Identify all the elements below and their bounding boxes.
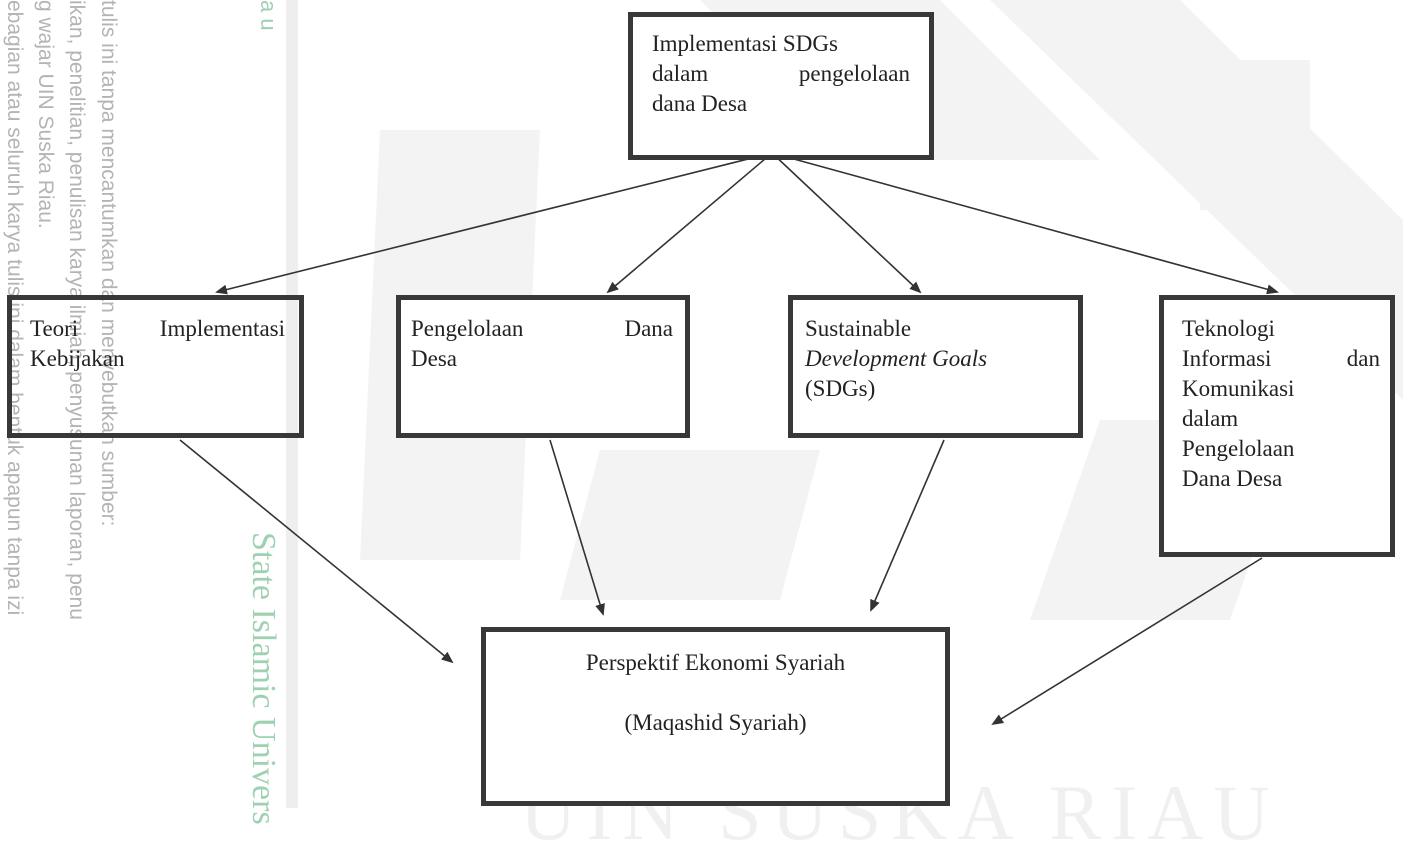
- node-text: Informasi dan: [1182, 346, 1380, 371]
- watermark-band: [286, 0, 298, 808]
- diagram-edges: [179, 152, 1279, 726]
- node-implementasi-sdgs: Implementasi SDGs dalam pengelolaan dana…: [628, 12, 934, 160]
- node-text: dalam: [1182, 406, 1239, 431]
- node-text: (Maqashid Syariah): [624, 710, 807, 735]
- edge-sdg-to-persp: [870, 439, 945, 612]
- node-text: Kebijakan: [30, 346, 125, 371]
- node-text: Development Goals: [805, 346, 988, 371]
- edge-top-to-tik: [771, 152, 1279, 295]
- node-text: Perspektif Ekonomi Syariah: [585, 650, 846, 675]
- node-sdgs: Sustainable Development Goals (SDGs): [788, 295, 1083, 438]
- node-text: Pengelolaan: [1182, 436, 1295, 461]
- watermark-text-line: ikan, penelitian, penulisan karya ilmiah…: [65, 0, 88, 620]
- node-text: dalam pengelolaan: [652, 61, 910, 86]
- node-text: dana Desa: [652, 91, 748, 116]
- watermark-text-line: ebagian atau seluruh karya tulis ini dal…: [3, 0, 26, 616]
- node-text: Desa: [411, 346, 457, 371]
- node-text: Komunikasi: [1182, 376, 1295, 401]
- node-text: Implementasi SDGs: [652, 31, 838, 56]
- watermark-text-line: tulis ini tanpa mencantumkan dan menyebu…: [97, 0, 120, 527]
- node-perspektif-ekonomi-syariah: Perspektif Ekonomi Syariah (Maqashid Sya…: [481, 627, 950, 806]
- node-text: Sustainable: [805, 316, 912, 341]
- watermark-text-line: a u: [256, 0, 281, 31]
- watermark-text-line: g wajar UIN Suska Riau.: [34, 0, 57, 229]
- watermark-state-text: State Islamic Univers: [245, 532, 282, 825]
- node-text: Teknologi: [1182, 316, 1275, 341]
- edge-top-to-teori: [215, 152, 773, 295]
- edge-dana-to-persp: [549, 439, 605, 616]
- node-pengelolaan-dana: Pengelolaan Dana Desa: [396, 295, 690, 438]
- node-text: Pengelolaan Dana: [411, 316, 673, 341]
- edge-top-to-sdg: [771, 152, 922, 294]
- node-text: Teori Implementasi: [30, 316, 285, 341]
- node-text: (SDGs): [805, 376, 876, 401]
- node-teknologi-informasi: Teknologi Informasi dan Komunikasi dalam…: [1159, 295, 1395, 557]
- node-text: Dana Desa: [1182, 466, 1283, 491]
- edge-tik-to-persp: [991, 557, 1263, 726]
- edge-teori-to-persp: [179, 439, 454, 664]
- node-teori-implementasi: Teori Implementasi Kebijakan: [7, 295, 304, 438]
- edge-top-to-dana: [606, 152, 773, 294]
